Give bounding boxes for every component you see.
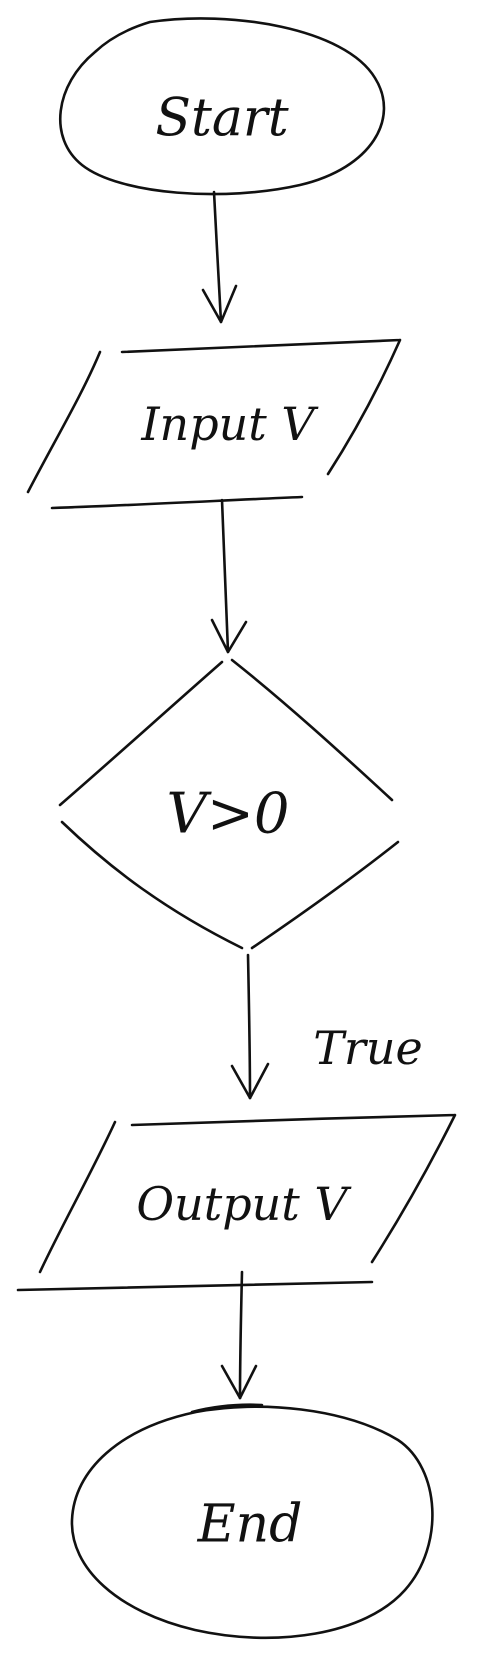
edge-output-end-arrowhead bbox=[220, 1364, 258, 1400]
input-node: Input V bbox=[26, 338, 402, 510]
end-ellipse bbox=[70, 1405, 434, 1640]
edge-input-decision-arrowhead bbox=[210, 618, 248, 654]
start-label: Start bbox=[155, 89, 288, 149]
decision-diamond bbox=[58, 658, 400, 950]
end-label: End bbox=[197, 1495, 303, 1555]
input-label: Input V bbox=[140, 397, 319, 451]
edge-decision-output-label: True bbox=[313, 1021, 423, 1075]
edge-start-input-line bbox=[212, 190, 223, 324]
edge-start-input bbox=[201, 190, 238, 324]
edge-input-decision bbox=[210, 498, 248, 654]
edge-decision-output: True bbox=[230, 953, 423, 1100]
edge-decision-output-line bbox=[246, 953, 252, 1100]
edge-decision-output-arrowhead bbox=[230, 1062, 270, 1100]
end-node: End bbox=[70, 1403, 434, 1640]
edge-input-decision-line bbox=[220, 498, 230, 654]
output-label: Output V bbox=[136, 1177, 352, 1231]
start-node: Start bbox=[59, 17, 386, 196]
edge-output-end-line bbox=[238, 1270, 244, 1400]
edge-output-end bbox=[220, 1270, 258, 1400]
output-node: Output V bbox=[16, 1113, 457, 1292]
output-parallelogram bbox=[16, 1113, 457, 1292]
input-parallelogram bbox=[26, 338, 402, 510]
decision-node: V>0 bbox=[58, 658, 400, 950]
end-ellipse-top-stroke bbox=[190, 1403, 264, 1414]
start-ellipse bbox=[59, 17, 386, 196]
edge-start-input-arrowhead bbox=[201, 284, 238, 324]
decision-label: V>0 bbox=[167, 782, 290, 847]
